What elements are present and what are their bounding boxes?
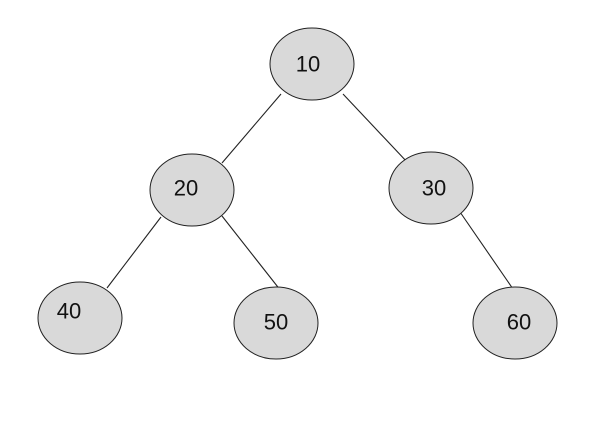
node-label: 40: [57, 299, 81, 324]
edge-20-40: [106, 216, 162, 289]
node-circle: [37, 281, 123, 355]
edge-10-20: [221, 93, 282, 164]
tree-node-60: 60: [472, 286, 558, 360]
node-circle: [233, 286, 319, 360]
node-label: 50: [264, 310, 288, 335]
node-circle: [472, 286, 558, 360]
edge-20-50: [221, 215, 282, 292]
edge-10-30: [342, 93, 409, 164]
node-label: 20: [174, 176, 198, 201]
edge-30-60: [459, 211, 514, 290]
tree-node-10: 10: [269, 27, 355, 101]
node-label: 60: [507, 310, 531, 335]
node-label: 10: [296, 52, 320, 77]
node-label: 30: [422, 176, 446, 201]
tree-node-50: 50: [233, 286, 319, 360]
tree-node-30: 30: [388, 151, 474, 225]
node-circle: [269, 27, 355, 101]
node-circle: [149, 153, 235, 227]
node-circle: [388, 151, 474, 225]
tree-node-40: 40: [37, 281, 123, 355]
tree-node-20: 20: [149, 153, 235, 227]
